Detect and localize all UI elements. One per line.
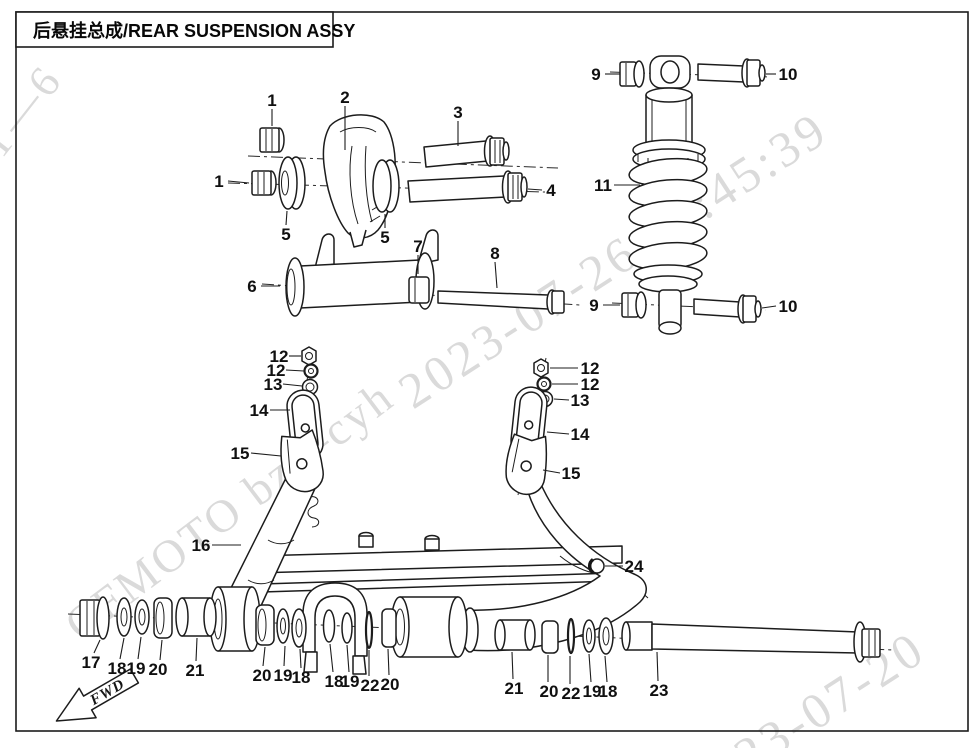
part-callout-15: 15	[562, 464, 581, 483]
callout-leader	[387, 648, 390, 676]
callout-leader	[511, 651, 514, 680]
part-callout-22: 22	[562, 684, 581, 703]
callout-leader	[588, 653, 592, 683]
callout-leader	[93, 639, 101, 654]
callout-leader	[262, 646, 266, 667]
part-callout-7: 7	[413, 237, 422, 256]
callout-leader	[119, 637, 125, 660]
left-suspension-link	[280, 346, 324, 493]
part-callout-12: 12	[267, 361, 286, 380]
part-callout-12: 12	[270, 347, 289, 366]
callout-leader	[195, 637, 198, 662]
callout-leader	[553, 398, 570, 401]
callout-leader	[250, 452, 282, 457]
part-callout-4: 4	[546, 181, 556, 200]
page-title: 后悬挂总成/REAR SUSPENSION ASSY	[33, 20, 355, 41]
callout-leader	[527, 188, 543, 191]
pin-24	[587, 558, 605, 574]
part-callout-13: 13	[264, 375, 283, 394]
callout-leader	[542, 469, 561, 474]
part-callout-14: 14	[250, 401, 269, 420]
callout-leader	[604, 655, 608, 683]
part-callout-19: 19	[341, 672, 360, 691]
part-callout-24: 24	[625, 557, 644, 576]
link-pipe-assembly	[285, 229, 565, 317]
part-callout-5: 5	[380, 228, 389, 247]
part-callout-17: 17	[82, 653, 101, 672]
part-callout-5: 5	[281, 225, 290, 244]
part-callout-9: 9	[589, 296, 598, 315]
part-callout-18: 18	[325, 672, 344, 691]
axle-hardware-right	[494, 617, 881, 663]
part-callout-20: 20	[149, 660, 168, 679]
part-callout-12: 12	[581, 359, 600, 378]
part-callout-18: 18	[599, 682, 618, 701]
part-callout-18: 18	[108, 659, 127, 678]
callout-leader	[282, 383, 303, 387]
callout-leader	[761, 305, 777, 309]
part-callout-16: 16	[192, 536, 211, 555]
part-callout-9: 9	[591, 65, 600, 84]
page-border	[15, 11, 969, 732]
part-callout-21: 21	[186, 661, 205, 680]
part-callout-20: 20	[540, 682, 559, 701]
part-callout-12: 12	[581, 375, 600, 394]
part-callout-13: 13	[571, 391, 590, 410]
part-callout-21: 21	[505, 679, 524, 698]
callout-leader	[299, 648, 302, 669]
callout-leader	[285, 210, 288, 226]
axle-hardware-left	[79, 596, 397, 650]
part-callout-20: 20	[381, 675, 400, 694]
part-callout-3: 3	[453, 103, 462, 122]
callout-leader	[546, 431, 570, 435]
knuckle-assembly	[251, 114, 528, 248]
callout-leader	[494, 261, 498, 289]
part-callout-6: 6	[247, 277, 256, 296]
shock-absorber	[619, 55, 766, 335]
callout-leader	[137, 636, 142, 660]
part-callout-15: 15	[231, 444, 250, 463]
part-callout-1: 1	[267, 91, 276, 110]
part-callout-22: 22	[361, 676, 380, 695]
callout-leader	[346, 644, 350, 673]
callout-leader	[159, 639, 163, 661]
part-callout-23: 23	[650, 681, 669, 700]
part-callout-8: 8	[490, 244, 499, 263]
right-suspension-link	[505, 358, 554, 496]
part-callout-2: 2	[340, 88, 349, 107]
callout-leader	[227, 180, 250, 184]
part-callout-20: 20	[253, 666, 272, 685]
part-callout-18: 18	[292, 668, 311, 687]
callout-leader	[285, 369, 305, 372]
watermark-corner-fragment: KT—6	[0, 55, 72, 196]
callout-leader	[283, 645, 286, 667]
part-callout-10: 10	[779, 65, 798, 84]
title-box	[15, 11, 334, 48]
part-callout-10: 10	[779, 297, 798, 316]
part-callout-19: 19	[583, 682, 602, 701]
fwd-label: FWD	[87, 676, 128, 709]
callout-leader	[656, 651, 659, 682]
part-callout-11: 11	[594, 176, 612, 195]
part-callout-14: 14	[571, 425, 590, 444]
part-callout-19: 19	[274, 666, 293, 685]
part-callout-1: 1	[214, 172, 223, 191]
swingarm	[209, 473, 649, 675]
callout-leader	[329, 643, 334, 673]
part-callout-19: 19	[127, 659, 146, 678]
